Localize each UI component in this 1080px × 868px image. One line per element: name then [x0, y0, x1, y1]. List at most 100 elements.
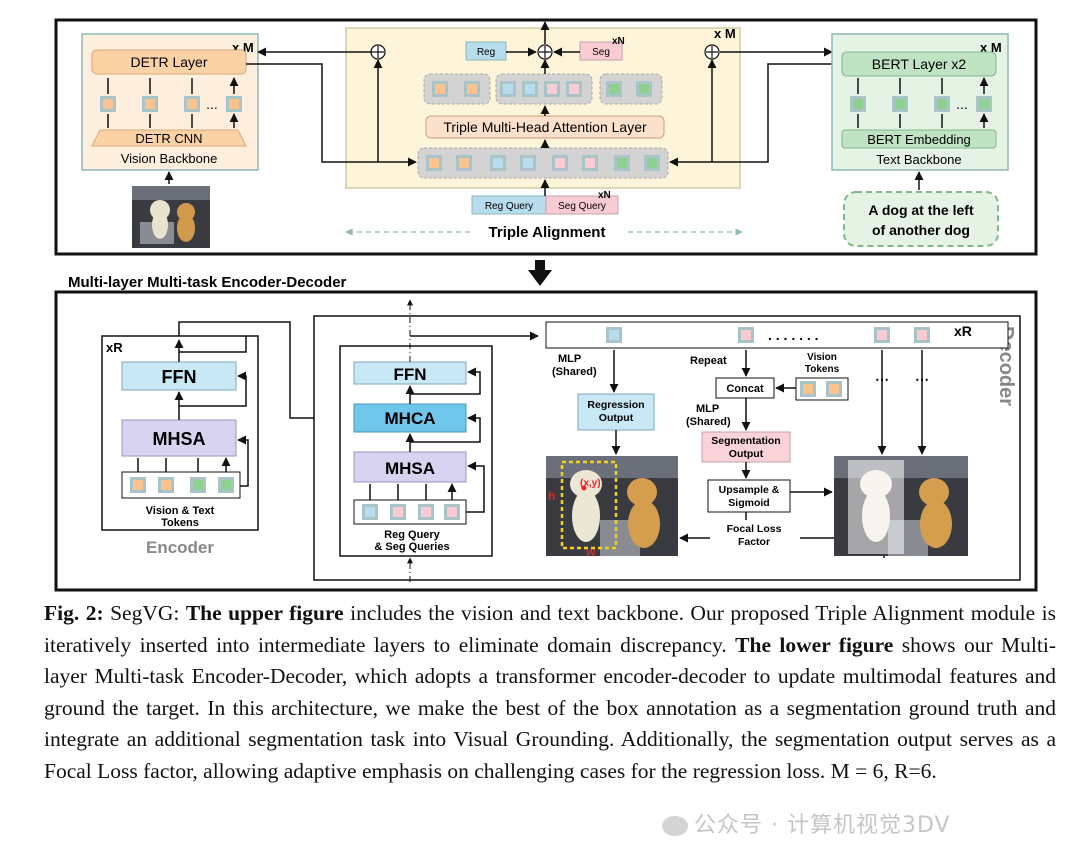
- encoder-token: [158, 477, 174, 493]
- segmentation-image: [834, 456, 968, 556]
- mlp1-line1: MLP: [558, 353, 581, 365]
- mlp2-line2: (Shared): [686, 416, 731, 428]
- input-token: [552, 155, 568, 171]
- encoder-repeat-label: xR: [106, 340, 123, 355]
- upsample-line2: Sigmoid: [728, 497, 769, 509]
- bbox-xy-label: (x,y): [580, 478, 601, 489]
- vision-backbone: x M DETR Layer ... DETR CNN Vision Backb…: [81, 33, 259, 184]
- bbox-w-label: w: [585, 545, 596, 559]
- decoder-ffn-label: FFN: [393, 365, 426, 384]
- query-text-line1: A dog at the left: [868, 202, 974, 218]
- seg-query-label: Seg Query: [558, 201, 606, 212]
- repeat-label: Repeat: [690, 355, 727, 367]
- input-token: [582, 155, 598, 171]
- section-title: Multi-layer Multi-task Encoder-Decoder: [68, 274, 347, 291]
- lower-figure: xR FFN MHSA Vision & Text Tokens Encoder…: [54, 290, 1038, 592]
- seg-repeat-label: xN: [612, 36, 625, 47]
- caption-text-2: includes the vision and text backbone. O…: [44, 601, 1056, 657]
- text-token: [892, 96, 908, 112]
- vdots-2: ⋯: [915, 371, 929, 387]
- decoder-stack: FFN MHCA MHSA Reg Query & Seg Queries: [339, 299, 539, 582]
- wechat-icon: [662, 816, 688, 836]
- vision-token: [226, 96, 242, 112]
- caption-fig-label: Fig. 2:: [44, 601, 104, 625]
- attention-token: [432, 81, 448, 97]
- caption-text-3: shows our Multi-layer Multi-task Encoder…: [44, 632, 1056, 783]
- vision-tokens-token: [800, 381, 816, 397]
- decoder-query-token: [418, 504, 434, 520]
- encoder-caption: Encoder: [146, 538, 214, 557]
- caption-text-1: SegVG:: [103, 601, 186, 625]
- decoder-mhca-label: MHCA: [385, 409, 436, 428]
- decoder-output-bar: xR . . . . . . .: [545, 321, 1009, 349]
- output-dots: . . . . . . .: [768, 327, 819, 343]
- bert-layer-label: BERT Layer x2: [872, 56, 967, 72]
- encoder-token: [218, 477, 234, 493]
- vision-backbone-caption: Vision Backbone: [121, 151, 218, 166]
- input-token: [614, 155, 630, 171]
- input-image: [132, 186, 210, 248]
- vision-token: [184, 96, 200, 112]
- query-repeat-label: xN: [598, 190, 611, 201]
- watermark-text: 公众号 · 计算机视觉3DV: [694, 813, 951, 838]
- focal-line1: Focal Loss: [727, 523, 782, 535]
- decoder-query-token: [390, 504, 406, 520]
- triple-alignment-caption: Triple Alignment: [489, 224, 606, 241]
- regression-image: h (x,y) w: [546, 456, 678, 559]
- vdots-1: ⋯: [875, 371, 889, 387]
- triple-attention-label: Triple Multi-Head Attention Layer: [443, 119, 647, 135]
- bbox-h-label: h: [548, 489, 555, 503]
- decoder-query-token: [444, 504, 460, 520]
- upsample-line1: Upsample &: [719, 484, 780, 496]
- figure-caption: Fig. 2: SegVG: The upper figure includes…: [44, 598, 1056, 787]
- mlp1-line2: (Shared): [552, 366, 597, 378]
- regression-line2: Output: [599, 412, 634, 424]
- encoder-mhsa-label: MHSA: [153, 429, 206, 449]
- attention-token: [500, 81, 516, 97]
- decoder-query-token: [362, 504, 378, 520]
- concat-label: Concat: [726, 383, 764, 395]
- caption-bold-2: The lower figure: [735, 632, 894, 657]
- text-backbone-caption: Text Backbone: [876, 152, 961, 167]
- vision-tokens-token: [826, 381, 842, 397]
- encoder: xR FFN MHSA Vision & Text Tokens Encoder: [101, 321, 351, 557]
- decoder-mhsa-label: MHSA: [385, 459, 435, 478]
- encoder-token: [130, 477, 146, 493]
- segmentation-line1: Segmentation: [711, 435, 780, 447]
- encoder-ffn-label: FFN: [162, 367, 197, 387]
- text-backbone: x M BERT Layer x2 ... BERT Embedding Tex…: [831, 33, 1009, 247]
- vision-tokens-line2: Tokens: [805, 364, 840, 375]
- output-token: [738, 327, 754, 343]
- attention-token: [522, 81, 538, 97]
- upper-figure: x M DETR Layer ... DETR CNN Vision Backb…: [54, 18, 1038, 256]
- regression-line1: Regression: [587, 399, 644, 411]
- caption-bold-1: The upper figure: [185, 601, 344, 625]
- down-arrow-icon: [528, 260, 552, 286]
- vision-token: [100, 96, 116, 112]
- input-token: [490, 155, 506, 171]
- vision-tokens-line1: Vision: [807, 352, 837, 363]
- encoder-token: [190, 477, 206, 493]
- output-token: [914, 327, 930, 343]
- watermark: 公众号 · 计算机视觉3DV: [662, 808, 1062, 844]
- attention-token: [636, 81, 652, 97]
- decoder-queries-line1: Reg Query: [384, 529, 441, 541]
- output-token: [874, 327, 890, 343]
- attention-token: [464, 81, 480, 97]
- vision-ellipsis: ...: [206, 96, 218, 112]
- segmentation-line2: Output: [729, 448, 764, 460]
- mlp2-line1: MLP: [696, 403, 719, 415]
- seg-chip-label: Seg: [592, 47, 610, 58]
- query-text-line2: of another dog: [872, 222, 970, 238]
- triple-repeat-label: x M: [714, 26, 736, 41]
- decoder-repeat-label: xR: [954, 323, 972, 339]
- input-token: [644, 155, 660, 171]
- vision-token: [142, 96, 158, 112]
- encoder-tokens-line1: Vision & Text: [146, 505, 215, 517]
- encoder-tokens-line2: Tokens: [161, 517, 199, 529]
- text-token: [976, 96, 992, 112]
- bert-embedding-label: BERT Embedding: [867, 132, 971, 147]
- input-token: [520, 155, 536, 171]
- text-token: [850, 96, 866, 112]
- text-token: [934, 96, 950, 112]
